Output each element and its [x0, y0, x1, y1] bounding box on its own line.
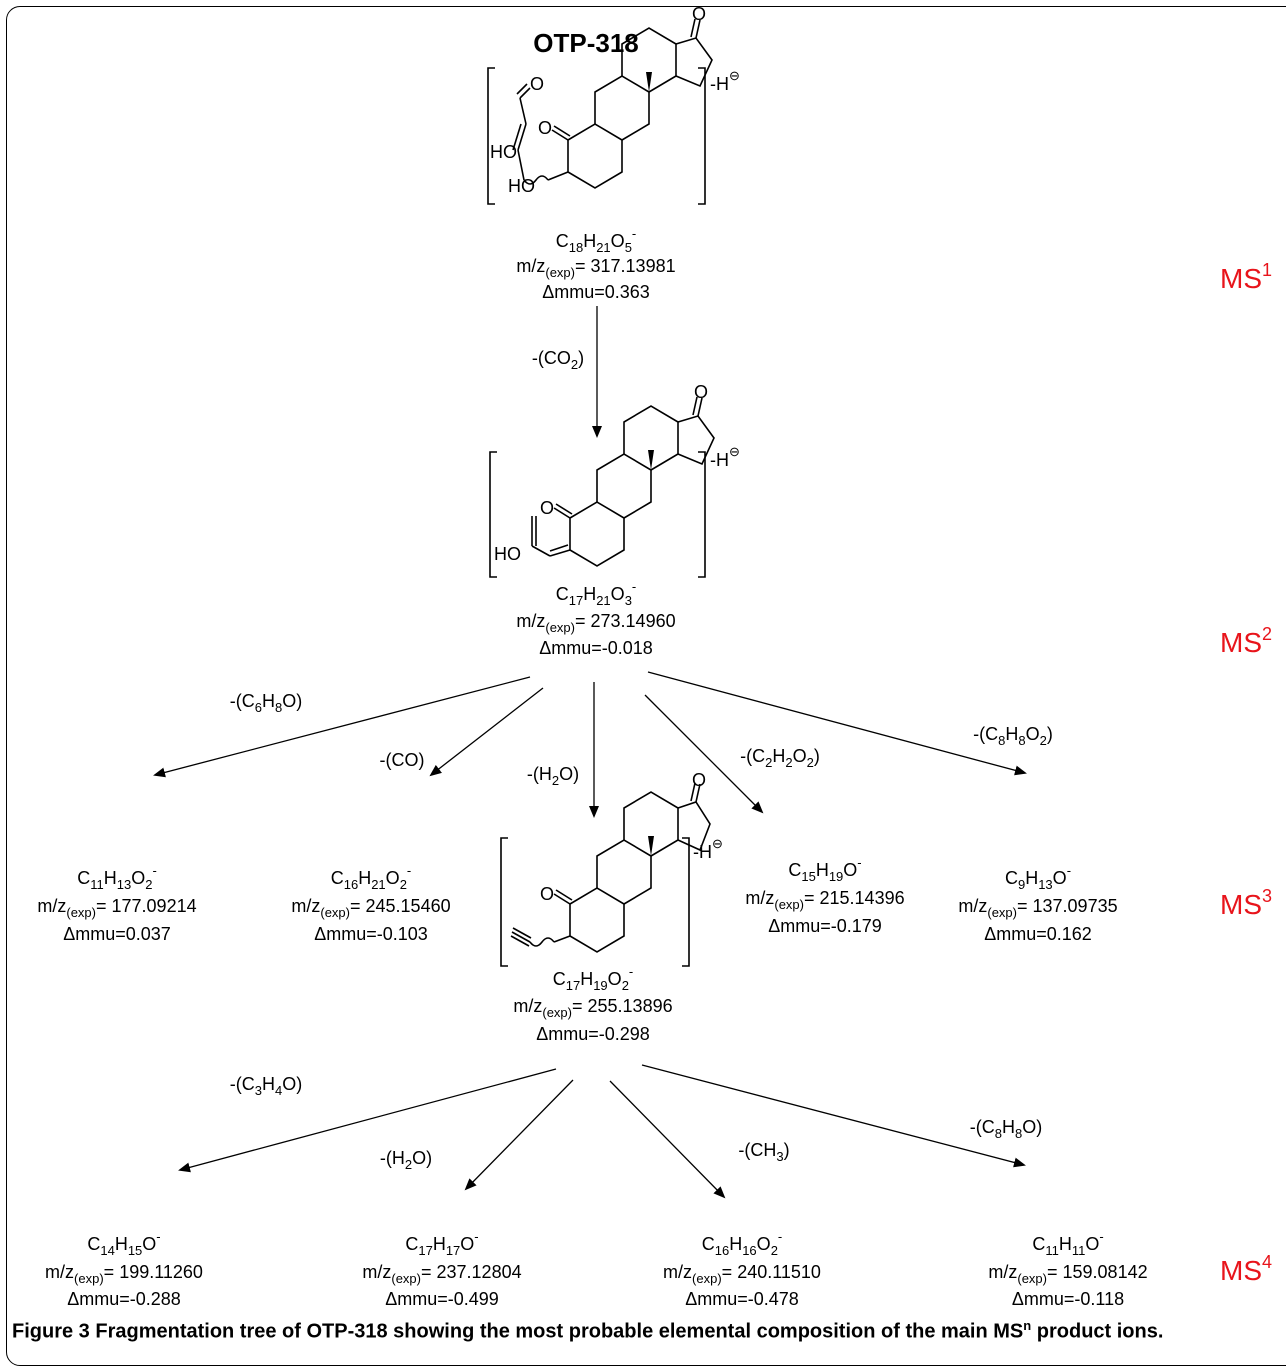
stage-ms1: MS1: [1220, 260, 1272, 294]
loss-c8h8o2: -(C8H8O2): [973, 724, 1053, 748]
loss-c6h8o: -(C6H8O): [230, 691, 302, 715]
svg-text:C15H19O-: C15H19O-: [788, 855, 861, 884]
svg-text:C11H11O-: C11H11O-: [1032, 1229, 1103, 1258]
arrow-c8h8o2: [647, 671, 1027, 776]
svg-text:O: O: [530, 74, 544, 94]
arrow-ch3: [609, 1080, 726, 1199]
svg-text:C17H19O2-: C17H19O2-: [553, 964, 634, 993]
stage-ms3: MS3: [1220, 886, 1272, 920]
parent-ion-label: C18H21O5- m/z(exp)= 317.13981 Δmmu=0.363: [516, 226, 675, 302]
charge-label-1: -H⊖: [710, 68, 740, 94]
svg-text:O: O: [538, 118, 552, 138]
svg-text:C9H13O-: C9H13O-: [1005, 863, 1071, 892]
svg-text:m/z(exp)= 240.11510: m/z(exp)= 240.11510: [663, 1262, 821, 1286]
svg-text:m/z(exp)= 255.13896: m/z(exp)= 255.13896: [513, 996, 672, 1020]
svg-text:m/z(exp)= 245.15460: m/z(exp)= 245.15460: [291, 896, 450, 920]
svg-text:m/z(exp)= 317.13981: m/z(exp)= 317.13981: [516, 256, 675, 280]
ms3-structure: -H⊖ O O: [500, 770, 723, 967]
svg-text:Δmmu=0.037: Δmmu=0.037: [63, 924, 171, 944]
svg-text:Δmmu=-0.298: Δmmu=-0.298: [536, 1024, 650, 1044]
svg-text:C18H21O5-: C18H21O5-: [556, 226, 637, 255]
svg-text:Δmmu=-0.103: Δmmu=-0.103: [314, 924, 428, 944]
svg-text:-H⊖: -H⊖: [693, 836, 723, 862]
svg-text:C14H15O-: C14H15O-: [87, 1229, 160, 1258]
svg-text:Δmmu=-0.478: Δmmu=-0.478: [685, 1289, 799, 1309]
caption-label: Figure 3: [12, 1320, 90, 1343]
stage-ms2: MS2: [1220, 624, 1272, 658]
loss-h2o: -(H2O): [527, 764, 579, 788]
svg-text:m/z(exp)= 273.14960: m/z(exp)= 273.14960: [516, 611, 675, 635]
svg-text:m/z(exp)= 137.09735: m/z(exp)= 137.09735: [958, 896, 1117, 920]
ms4-ion-1: C14H15O- m/z(exp)= 199.11260 Δmmu=-0.288: [45, 1229, 203, 1309]
arrow-h2o-b: [464, 1079, 574, 1191]
caption-text: Fragmentation tree of OTP-318 showing th…: [89, 1320, 1024, 1343]
loss-c2h2o2: -(C2H2O2): [740, 746, 820, 770]
loss-co2: -(CO2): [532, 348, 584, 372]
ms2-structure: -H⊖ O O HO: [489, 382, 740, 578]
svg-text:C16H16O2-: C16H16O2-: [702, 1229, 783, 1258]
svg-text:HO: HO: [490, 142, 517, 162]
loss-co: -(CO): [380, 750, 425, 770]
ms3-ion-2: C16H21O2- m/z(exp)= 245.15460 Δmmu=-0.10…: [291, 863, 450, 944]
loss-h2o-b: -(H2O): [380, 1148, 432, 1172]
diagram-title: OTP-318: [533, 28, 639, 58]
loss-ch3: -(CH3): [738, 1140, 789, 1164]
svg-text:O: O: [692, 770, 706, 790]
ms2-ion-label: C17H21O3- m/z(exp)= 273.14960 Δmmu=-0.01…: [516, 579, 675, 658]
ms3-ion-3: C17H19O2- m/z(exp)= 255.13896 Δmmu=-0.29…: [513, 964, 672, 1044]
ms3-ion-4: C15H19O- m/z(exp)= 215.14396 Δmmu=-0.179: [745, 855, 904, 936]
arrow-co: [429, 687, 544, 777]
svg-text:O: O: [694, 382, 708, 402]
svg-text:Δmmu=0.363: Δmmu=0.363: [542, 282, 650, 302]
caption-sup: n: [1023, 1318, 1032, 1333]
svg-text:HO: HO: [508, 176, 535, 196]
oxygen-d: O: [692, 4, 706, 24]
svg-text:Δmmu=-0.179: Δmmu=-0.179: [768, 916, 882, 936]
svg-text:m/z(exp)= 199.11260: m/z(exp)= 199.11260: [45, 1262, 203, 1286]
ms3-ion-1: C11H13O2- m/z(exp)= 177.09214 Δmmu=0.037: [37, 863, 196, 944]
svg-text:C11H13O2-: C11H13O2-: [77, 863, 157, 892]
svg-text:Δmmu=-0.118: Δmmu=-0.118: [1012, 1289, 1124, 1309]
svg-text:-H⊖: -H⊖: [710, 444, 740, 470]
svg-text:O: O: [540, 498, 554, 518]
svg-text:O: O: [540, 884, 554, 904]
svg-text:Δmmu=0.162: Δmmu=0.162: [984, 924, 1092, 944]
svg-text:C17H17O-: C17H17O-: [405, 1229, 478, 1258]
stage-ms4: MS4: [1220, 1252, 1272, 1286]
ms3-ion-5: C9H13O- m/z(exp)= 137.09735 Δmmu=0.162: [958, 863, 1117, 944]
figure-caption: Figure 3 Fragmentation tree of OTP-318 s…: [12, 1318, 1282, 1344]
caption-tail: product ions.: [1031, 1320, 1164, 1343]
svg-text:m/z(exp)= 237.12804: m/z(exp)= 237.12804: [362, 1262, 521, 1286]
svg-text:m/z(exp)= 159.08142: m/z(exp)= 159.08142: [988, 1262, 1147, 1286]
arrow-c8h8o: [641, 1064, 1026, 1168]
svg-text:Δmmu=-0.018: Δmmu=-0.018: [539, 638, 653, 658]
svg-text:Δmmu=-0.288: Δmmu=-0.288: [67, 1289, 181, 1309]
loss-c8h8o: -(C8H8O): [970, 1117, 1042, 1141]
svg-text:C16H21O2-: C16H21O2-: [331, 863, 412, 892]
svg-text:HO: HO: [494, 544, 521, 564]
svg-text:m/z(exp)= 215.14396: m/z(exp)= 215.14396: [745, 888, 904, 912]
ms4-ion-2: C17H17O- m/z(exp)= 237.12804 Δmmu=-0.499: [362, 1229, 521, 1309]
arrow-c6h8o: [153, 676, 531, 778]
ms4-ion-3: C16H16O2- m/z(exp)= 240.11510 Δmmu=-0.47…: [663, 1229, 821, 1309]
svg-text:C17H21O3-: C17H21O3-: [556, 579, 637, 608]
loss-c3h4o: -(C3H4O): [230, 1074, 302, 1098]
svg-text:Δmmu=-0.499: Δmmu=-0.499: [385, 1289, 499, 1309]
parent-structure: -H⊖ O O O HO HO: [487, 4, 740, 205]
arrow-c3h4o: [178, 1068, 557, 1173]
svg-text:m/z(exp)= 177.09214: m/z(exp)= 177.09214: [37, 896, 196, 920]
arrow-c2h2o2: [644, 694, 764, 814]
ms4-ion-4: C11H11O- m/z(exp)= 159.08142 Δmmu=-0.118: [988, 1229, 1147, 1309]
